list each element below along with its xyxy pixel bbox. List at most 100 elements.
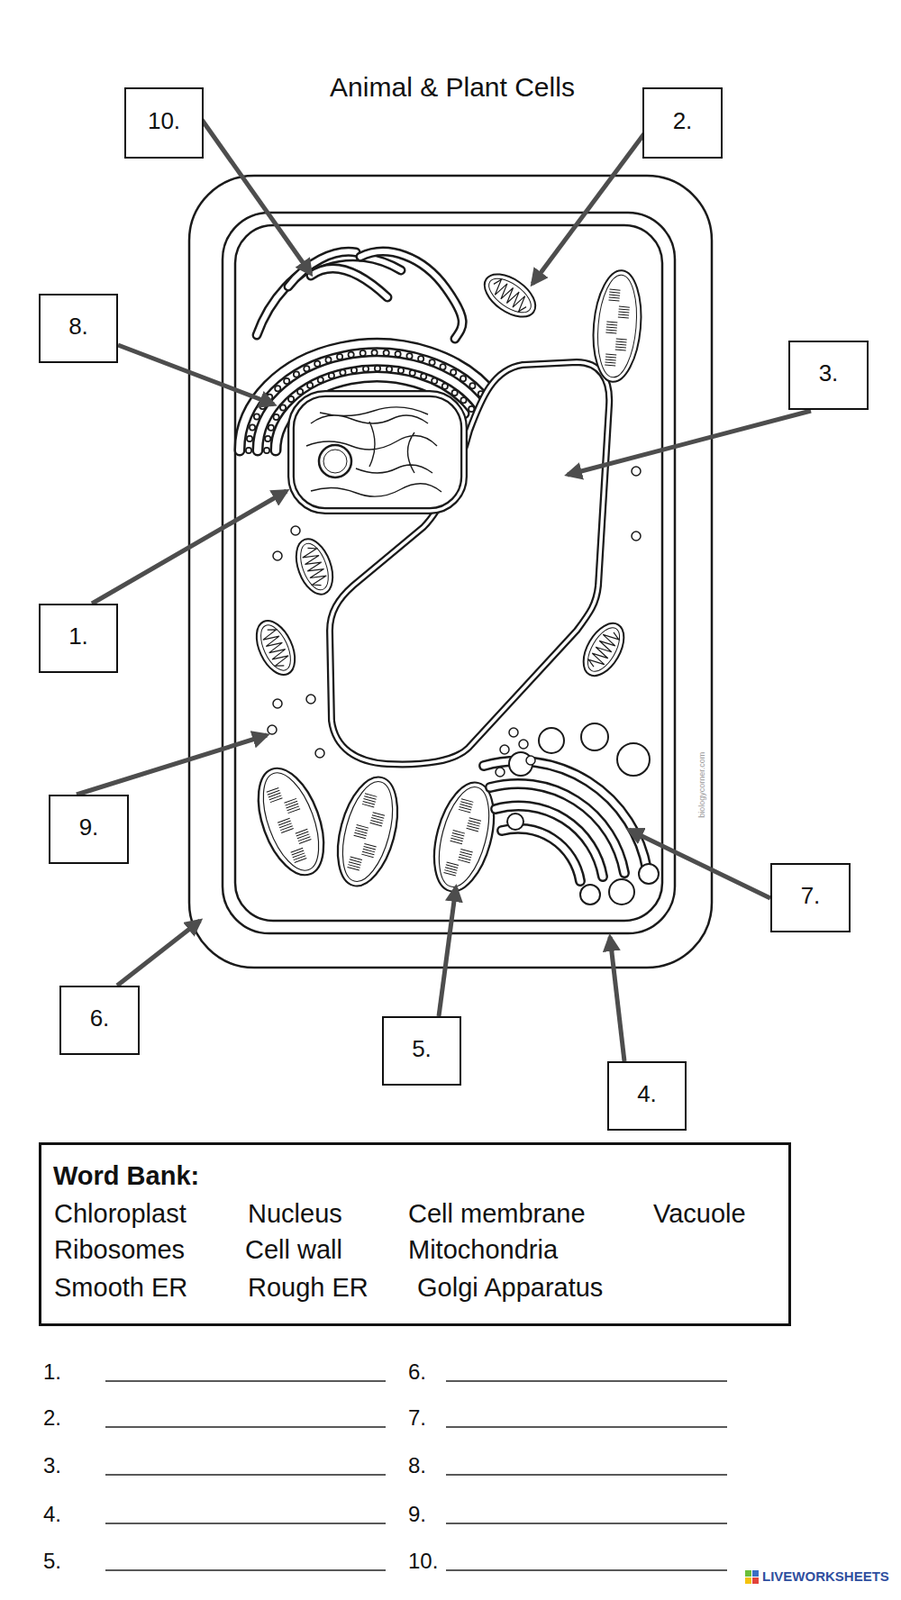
cristae: [489, 277, 531, 314]
answer-line: [445, 1380, 728, 1383]
cristae: [300, 545, 329, 589]
cristae: [586, 627, 621, 671]
golgi-vesicle: [581, 723, 609, 751]
vesicle: [526, 755, 536, 765]
answer-line: [445, 1522, 728, 1525]
smooth-er-lumen: [360, 251, 463, 339]
chloroplast: [589, 268, 647, 384]
golgi-vesicle: [638, 864, 659, 884]
golgi-vesicle: [609, 879, 635, 905]
golgi-lumen: [501, 828, 581, 882]
callout-box: 10.: [124, 87, 204, 159]
chloroplast-inner: [429, 782, 499, 893]
word-bank-term: Golgi Apparatus: [417, 1273, 603, 1303]
vesicle: [291, 526, 301, 536]
word-bank-term: Chloroplast: [54, 1199, 187, 1229]
logo-square: [752, 1577, 759, 1584]
chloroplast-outer: [245, 759, 337, 884]
mitochondrion-outer: [289, 534, 340, 600]
chloroplast-inner: [252, 765, 330, 878]
vesicle: [267, 725, 277, 735]
vesicle: [500, 745, 510, 755]
answer-line: [105, 1522, 386, 1525]
leader-arrow: [91, 491, 287, 604]
golgi-vesicle: [617, 743, 650, 776]
leader-arrow: [567, 410, 811, 475]
answer-line: [445, 1569, 728, 1572]
cristae: [260, 626, 292, 669]
golgi-vesicle: [580, 884, 601, 905]
callout-box: 9.: [48, 794, 129, 865]
callout-number: 2.: [673, 109, 693, 138]
word-bank-term: Cell wall: [245, 1235, 343, 1266]
leader-arrow: [532, 132, 646, 284]
mitochondrion: [476, 265, 543, 326]
word-bank-term: Smooth ER: [54, 1273, 188, 1303]
answer-number: 4.: [43, 1501, 98, 1528]
golgi-lumen: [483, 761, 647, 870]
page-title: Animal & Plant Cells: [227, 72, 678, 103]
golgi-lumen: [495, 806, 603, 877]
callout-box: 8.: [38, 293, 119, 364]
cell-wall: [189, 175, 712, 968]
mitochondrion: [289, 534, 340, 600]
callout-number: 7.: [800, 883, 821, 913]
golgi-vesicle: [538, 728, 565, 754]
logo-square: [752, 1570, 759, 1577]
leader-arrow: [438, 887, 456, 1017]
word-bank-term: Cell membrane: [408, 1199, 586, 1229]
callout-number: 10.: [147, 109, 181, 138]
chloroplast-inner: [593, 273, 641, 379]
callout-box: 1.: [38, 603, 119, 674]
callout-box: 4.: [607, 1061, 687, 1131]
callout-number: 4.: [637, 1082, 657, 1111]
smooth-er-lumen: [310, 268, 388, 298]
callout-box: 3.: [788, 340, 869, 410]
golgi-vesicle: [507, 813, 524, 830]
nucleolus: [318, 445, 352, 478]
grana: [266, 782, 318, 864]
callout-box: 7.: [770, 863, 851, 933]
answer-line: [445, 1474, 728, 1476]
word-bank-term: Mitochondria: [408, 1235, 558, 1266]
leader-arrow: [200, 117, 311, 274]
vesicle: [631, 466, 641, 476]
callout-number: 8.: [68, 314, 89, 344]
logo-square: [745, 1570, 752, 1577]
leader-arrow: [76, 735, 267, 795]
answer-number: 6.: [408, 1359, 463, 1385]
answer-number: 10.: [408, 1548, 463, 1575]
nuclear-envelope-gap: [291, 393, 465, 511]
nucleus: [291, 393, 465, 511]
answer-number: 7.: [408, 1405, 463, 1431]
leader-arrow: [118, 345, 274, 405]
callout-box: 5.: [382, 1016, 462, 1086]
vesicle: [631, 531, 641, 541]
chloroplast: [423, 775, 505, 898]
word-bank-term: Nucleus: [247, 1199, 343, 1229]
grana: [441, 799, 485, 879]
chloroplast: [245, 759, 337, 884]
chloroplast-outer: [589, 268, 647, 384]
answer-number: 3.: [43, 1453, 98, 1479]
vesicle: [509, 728, 519, 738]
grana: [602, 289, 631, 367]
watermark: LIVEWORKSHEETS: [762, 1568, 901, 1584]
mitochondrion: [248, 614, 303, 681]
mitochondrion-outer: [248, 614, 303, 681]
answer-line: [105, 1380, 386, 1383]
answer-number: 2.: [43, 1405, 98, 1431]
vesicle: [315, 748, 325, 758]
word-bank-term: Vacuole: [653, 1199, 747, 1229]
cell-membrane: [235, 225, 663, 921]
logo-square: [745, 1577, 752, 1584]
smooth-er-tube: [310, 268, 388, 298]
vesicle: [273, 699, 283, 709]
golgi-cisterna: [483, 761, 647, 870]
chloroplast-inner: [333, 776, 402, 888]
answer-line: [445, 1426, 728, 1429]
callout-box: 2.: [642, 87, 723, 159]
golgi-cisterna: [501, 828, 581, 882]
mitochondrion-inner: [482, 272, 537, 319]
